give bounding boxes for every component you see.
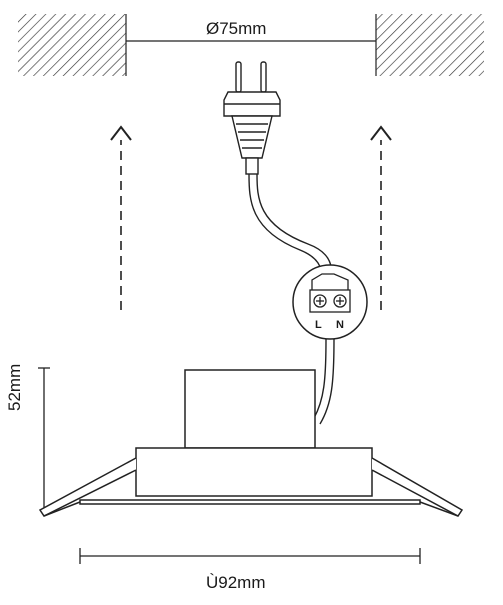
power-plug	[223, 61, 281, 175]
screw-neutral-icon	[333, 294, 347, 308]
live-terminal-label: L	[315, 319, 322, 331]
left-dashed-arrow	[110, 125, 132, 310]
ceiling-left-block	[18, 14, 127, 76]
ceiling-right-block	[375, 14, 484, 76]
height-dimension-line	[38, 367, 50, 508]
fixture-diameter-label: Ù92mm	[206, 573, 266, 592]
hole-diameter-label: Ø75mm	[206, 19, 267, 38]
cable-to-fixture	[313, 338, 335, 425]
terminal-block	[292, 264, 368, 340]
downlight-fixture	[38, 369, 464, 517]
right-dashed-arrow	[370, 125, 392, 310]
fixture-dimension-line	[79, 548, 421, 564]
height-label: 52mm	[5, 363, 24, 411]
screw-live-icon	[313, 294, 327, 308]
neutral-terminal-label: N	[336, 319, 344, 331]
